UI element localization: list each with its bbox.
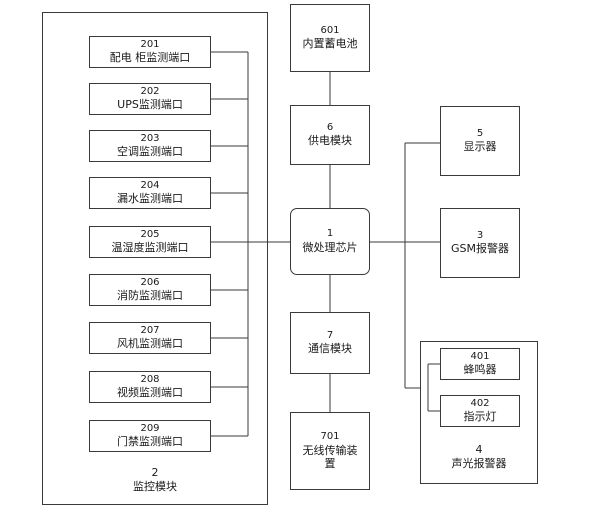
power-module-label: 供电模块 <box>308 134 352 148</box>
port-203-label: 空调监测端口 <box>117 145 183 159</box>
monitoring-module-name: 监控模块 <box>133 480 177 494</box>
buzzer-label: 蜂鸣器 <box>463 363 497 377</box>
comm-module-label: 通信模块 <box>308 342 352 356</box>
port-201-power-cabinet: 201 配电 柜监测端口 <box>89 36 211 68</box>
port-208-label: 视频监测端口 <box>117 386 183 400</box>
port-206-fire: 206 消防监测端口 <box>89 274 211 306</box>
buzzer-401: 401 蜂鸣器 <box>440 348 520 380</box>
gsm-alarm-num: 3 <box>476 229 484 241</box>
comm-module-num: 7 <box>326 329 334 341</box>
port-201-num: 201 <box>140 38 160 50</box>
port-208-video: 208 视频监测端口 <box>89 371 211 403</box>
port-201-label: 配电 柜监测端口 <box>109 51 191 65</box>
battery-601-label: 内置蓄电池 <box>302 37 358 51</box>
port-206-label: 消防监测端口 <box>117 289 183 303</box>
wireless-label: 无线传输装置 <box>302 443 358 471</box>
alarm-group-num: 4 <box>475 443 483 456</box>
port-205-num: 205 <box>140 228 160 240</box>
gsm-alarm-label: GSM报警器 <box>451 242 509 256</box>
port-203-air-conditioner: 203 空调监测端口 <box>89 130 211 162</box>
microprocessor-1: 1 微处理芯片 <box>290 208 370 275</box>
indicator-402: 402 指示灯 <box>440 395 520 427</box>
port-205-label: 温湿度监测端口 <box>111 241 189 255</box>
port-204-label: 漏水监测端口 <box>117 192 183 206</box>
display-label: 显示器 <box>463 140 497 154</box>
comm-module-7: 7 通信模块 <box>290 312 370 374</box>
indicator-num: 402 <box>470 397 490 409</box>
port-202-ups: 202 UPS监测端口 <box>89 83 211 115</box>
display-5: 5 显示器 <box>440 106 520 176</box>
port-209-num: 209 <box>140 422 160 434</box>
port-207-fan: 207 风机监测端口 <box>89 322 211 354</box>
alarm-group-name: 声光报警器 <box>451 457 507 471</box>
power-module-num: 6 <box>326 121 334 133</box>
alarm-group-label: 4 声光报警器 <box>420 443 538 472</box>
port-205-temp-humidity: 205 温湿度监测端口 <box>89 226 211 258</box>
port-206-num: 206 <box>140 276 160 288</box>
port-207-label: 风机监测端口 <box>117 337 183 351</box>
alarm-group <box>420 341 538 484</box>
port-202-label: UPS监测端口 <box>117 98 183 112</box>
gsm-alarm-3: 3 GSM报警器 <box>440 208 520 278</box>
microprocessor-label: 微处理芯片 <box>302 240 358 254</box>
monitoring-module-label: 2 监控模块 <box>42 466 268 495</box>
wireless-num: 701 <box>320 431 340 442</box>
monitoring-module-group <box>42 12 268 505</box>
monitoring-module-num: 2 <box>151 466 159 479</box>
port-204-water-leak: 204 漏水监测端口 <box>89 177 211 209</box>
display-num: 5 <box>476 127 484 139</box>
port-209-label: 门禁监测端口 <box>117 435 183 449</box>
power-module-6: 6 供电模块 <box>290 105 370 165</box>
buzzer-num: 401 <box>470 350 490 362</box>
port-204-num: 204 <box>140 179 160 191</box>
port-203-num: 203 <box>140 132 160 144</box>
indicator-label: 指示灯 <box>463 410 497 424</box>
battery-601-num: 601 <box>320 24 340 36</box>
port-208-num: 208 <box>140 373 160 385</box>
microprocessor-num: 1 <box>326 228 334 240</box>
port-207-num: 207 <box>140 324 160 336</box>
port-209-access-control: 209 门禁监测端口 <box>89 420 211 452</box>
port-202-num: 202 <box>140 85 160 97</box>
battery-601: 601 内置蓄电池 <box>290 4 370 72</box>
wireless-701: 701 无线传输装置 <box>290 412 370 490</box>
